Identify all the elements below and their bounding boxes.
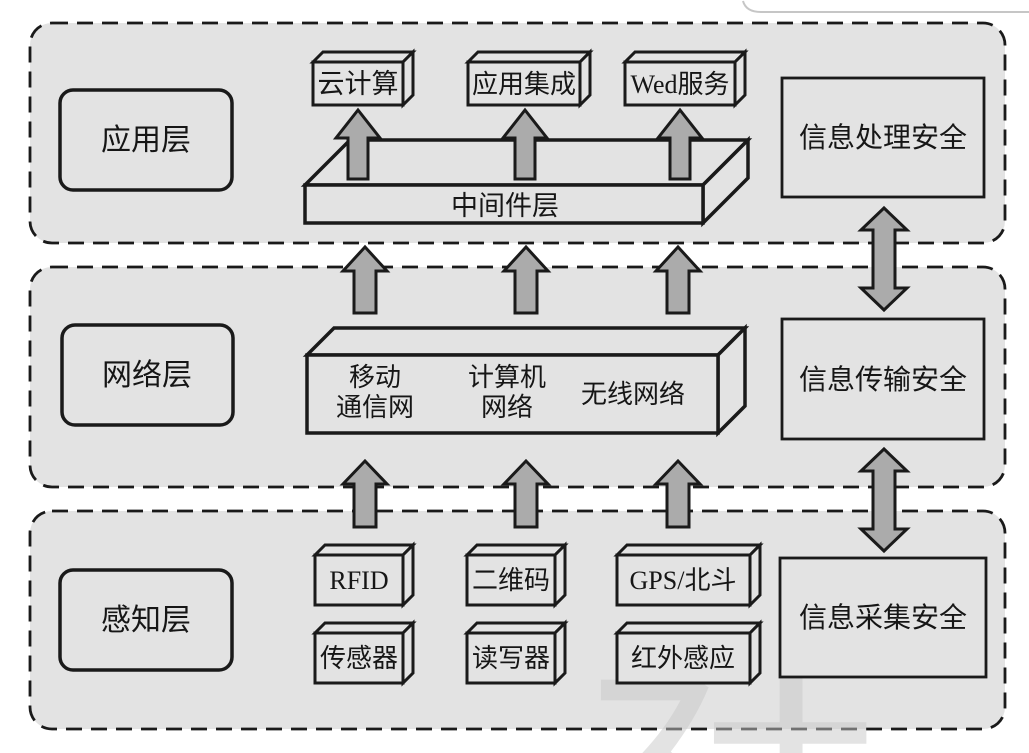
double-arrow-icon: [857, 205, 911, 313]
cloud-computing-label: 云计算: [318, 69, 399, 99]
info-processing-security-box: [780, 76, 986, 199]
info-collection-security-label: 信息采集安全: [799, 602, 967, 634]
computer-network-label-line2: 网络: [481, 393, 533, 422]
web-service-label: Wed服务: [631, 70, 730, 99]
gps-beidou-label: GPS/北斗: [630, 566, 737, 595]
application-integration-label: 应用集成: [472, 70, 576, 99]
application-integration-box: [464, 48, 594, 109]
info-transmission-security-box: [780, 317, 986, 441]
up-arrow-icon: [500, 244, 552, 315]
sensor-label: 传感器: [320, 644, 398, 673]
rfid-box: [311, 541, 417, 609]
gps-beidou-box: [613, 541, 764, 609]
double-arrow-icon: [857, 446, 911, 554]
up-arrow-icon: [654, 107, 706, 181]
page-cutout: [744, 0, 1029, 11]
qrcode-box: [463, 541, 569, 609]
cloud-computing-box: [309, 48, 417, 109]
info-processing-security-label: 信息处理安全: [799, 122, 967, 154]
up-arrow-icon: [339, 244, 391, 315]
mobile-network-label-line1: 移动: [349, 363, 401, 392]
up-arrow-icon: [499, 107, 551, 181]
network-slab: [302, 323, 750, 438]
reader-label: 读写器: [472, 644, 550, 673]
network-layer-labelbox: [60, 323, 235, 427]
mobile-network-label-line2: 通信网: [336, 393, 414, 422]
page-cutout-edge: [742, 0, 1029, 13]
up-arrow-icon: [652, 458, 704, 529]
middleware-label: 中间件层: [451, 191, 559, 221]
infrared-box: [613, 619, 764, 687]
infrared-label: 红外感应: [631, 644, 735, 673]
rfid-label: RFID: [329, 566, 388, 595]
web-service-box: [621, 48, 749, 109]
up-arrow-icon: [652, 244, 704, 315]
reader-box: [463, 619, 569, 687]
qrcode-label: 二维码: [472, 566, 550, 595]
up-arrow-icon: [500, 458, 552, 529]
application-layer-label: 应用层: [101, 124, 191, 157]
network-layer-label: 网络层: [102, 359, 192, 392]
application-layer-labelbox: [58, 88, 234, 192]
perception-layer-label: 感知层: [101, 604, 191, 637]
info-transmission-security-label: 信息传输安全: [799, 364, 967, 396]
wireless-network-label: 无线网络: [581, 380, 685, 409]
info-collection-security-box: [778, 556, 988, 679]
computer-network-label-line1: 计算机: [468, 363, 546, 392]
up-arrow-icon: [332, 107, 384, 181]
sensor-box: [311, 619, 417, 687]
up-arrow-icon: [339, 458, 391, 529]
perception-layer-labelbox: [58, 568, 234, 672]
